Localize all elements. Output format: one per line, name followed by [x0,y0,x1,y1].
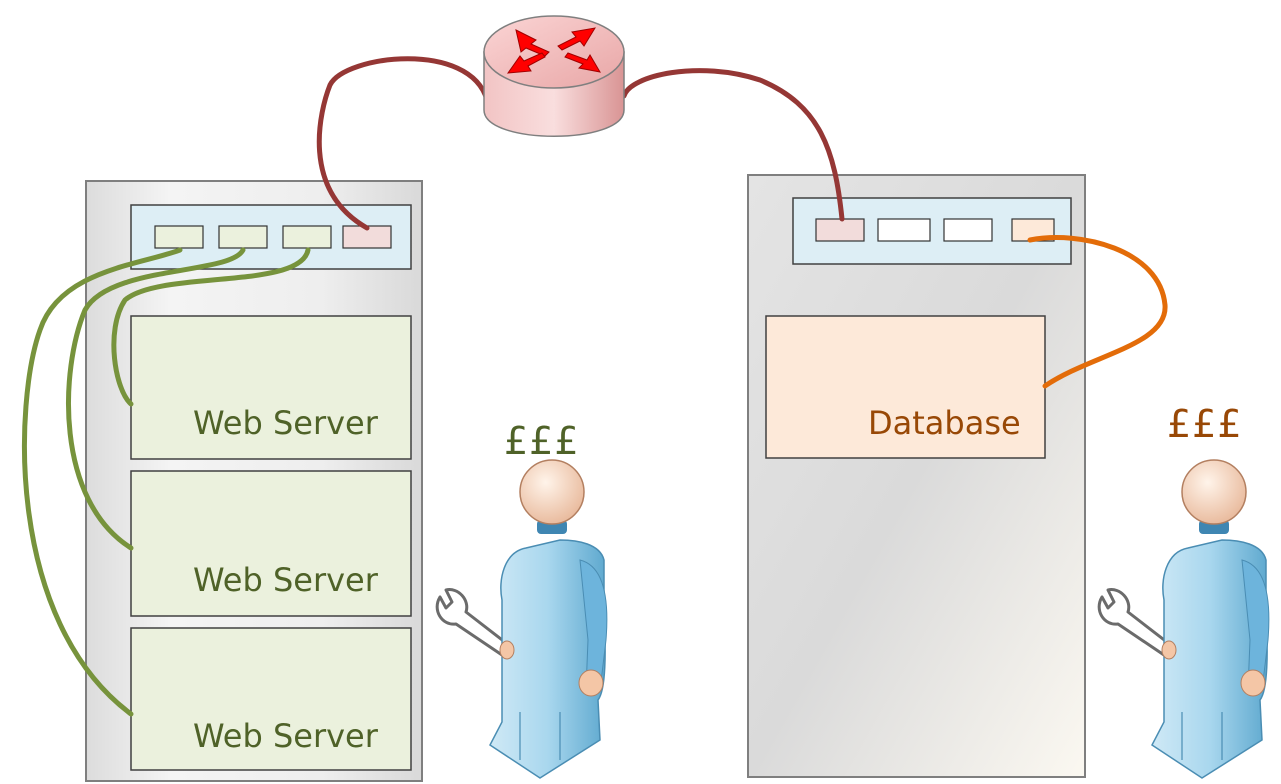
web-server-unit [130,470,412,617]
wrench-icon [1097,588,1174,657]
database-cable [1027,235,1168,389]
right-rack [747,174,1086,778]
technician-icon [1097,459,1270,779]
right-switch [792,197,1072,265]
web-server-label: Web Server [193,561,378,599]
technician-icon [435,459,608,779]
router-icon [483,15,625,137]
router-cable-right [621,68,845,222]
web-server-unit [130,627,412,771]
web-server-unit [130,315,412,460]
left-rack [85,180,423,782]
switch-port [877,218,931,242]
web-server-label: Web Server [193,717,378,755]
switch-port [943,218,993,242]
wrench-icon [435,588,512,657]
cost-label-left: £££ [504,419,580,463]
web-cable [21,247,183,717]
database-unit [765,315,1046,459]
web-server-label: Web Server [193,404,378,442]
router-cable-left [316,56,490,231]
web-cables [21,247,311,717]
switch-port-uplink [815,218,865,242]
web-cable [66,247,246,551]
database-label: Database [868,404,1021,442]
router-cables [316,56,845,231]
switch-port [218,225,268,249]
switch-port [282,225,332,249]
left-switch [130,204,412,270]
web-cable [111,247,311,407]
cost-label-right: £££ [1167,402,1243,446]
switch-port [154,225,204,249]
